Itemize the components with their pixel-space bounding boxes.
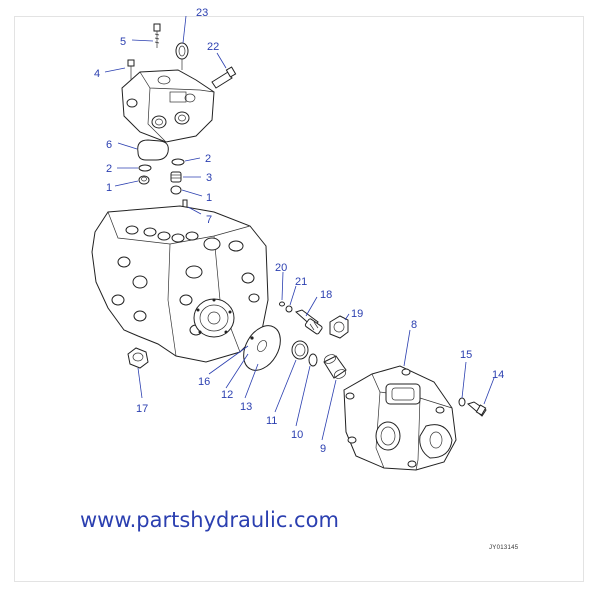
gasket-12 bbox=[243, 325, 281, 371]
callout-12: 12 bbox=[221, 389, 233, 401]
callout-15: 15 bbox=[460, 349, 472, 361]
o-ring-6 bbox=[137, 139, 169, 161]
callout-21: 21 bbox=[295, 276, 307, 288]
top-valve-block bbox=[121, 69, 215, 143]
plug-1-left bbox=[138, 175, 150, 185]
sensor-22 bbox=[211, 66, 237, 89]
seal-2-right bbox=[171, 158, 185, 166]
callout-14: 14 bbox=[492, 369, 504, 381]
callout-labels: 23 5 22 4 6 2 2 3 1 1 7 20 21 18 19 8 15… bbox=[94, 7, 504, 455]
callout-1-left: 1 bbox=[106, 182, 112, 194]
plug-1-right bbox=[170, 185, 182, 195]
main-pump-body bbox=[91, 205, 269, 363]
bearing-11 bbox=[291, 340, 309, 360]
bolt-4 bbox=[127, 59, 135, 80]
ring-21 bbox=[285, 305, 293, 313]
callout-11: 11 bbox=[266, 415, 277, 427]
website-watermark: www.partshydraulic.com bbox=[80, 508, 339, 532]
shaft-18 bbox=[295, 309, 323, 335]
bolt-14 bbox=[467, 401, 487, 417]
callout-18: 18 bbox=[320, 289, 332, 301]
callout-4: 4 bbox=[94, 68, 100, 80]
callout-20: 20 bbox=[275, 262, 287, 274]
gear-pump-8 bbox=[343, 365, 457, 471]
spring-3 bbox=[170, 171, 182, 183]
seal-2-left bbox=[138, 164, 152, 172]
callout-7: 7 bbox=[206, 214, 212, 226]
callout-1-right: 1 bbox=[206, 192, 212, 204]
callout-9: 9 bbox=[320, 443, 326, 455]
callout-19: 19 bbox=[351, 308, 363, 320]
callout-5: 5 bbox=[120, 36, 126, 48]
callout-2-right: 2 bbox=[205, 153, 211, 165]
callout-13: 13 bbox=[240, 401, 252, 413]
coupling-19 bbox=[329, 315, 349, 339]
diagram-frame bbox=[14, 16, 584, 582]
callout-6: 6 bbox=[106, 139, 112, 151]
washer-15 bbox=[458, 397, 466, 407]
leader-lines bbox=[104, 15, 495, 441]
plug-17 bbox=[127, 347, 149, 369]
callout-16: 16 bbox=[198, 376, 210, 388]
callout-17: 17 bbox=[136, 403, 148, 415]
callout-23: 23 bbox=[196, 7, 208, 19]
callout-8: 8 bbox=[411, 319, 417, 331]
callout-2-left: 2 bbox=[106, 163, 112, 175]
callout-10: 10 bbox=[291, 429, 303, 441]
snap-ring-10 bbox=[308, 353, 318, 367]
callout-22: 22 bbox=[207, 41, 219, 53]
drawing-code: JY013145 bbox=[489, 545, 519, 551]
callout-3: 3 bbox=[206, 172, 212, 184]
eyebolt-23 bbox=[175, 42, 189, 70]
bolt-5 bbox=[153, 23, 161, 48]
ball-20 bbox=[279, 301, 285, 307]
sleeve-9 bbox=[323, 354, 347, 379]
